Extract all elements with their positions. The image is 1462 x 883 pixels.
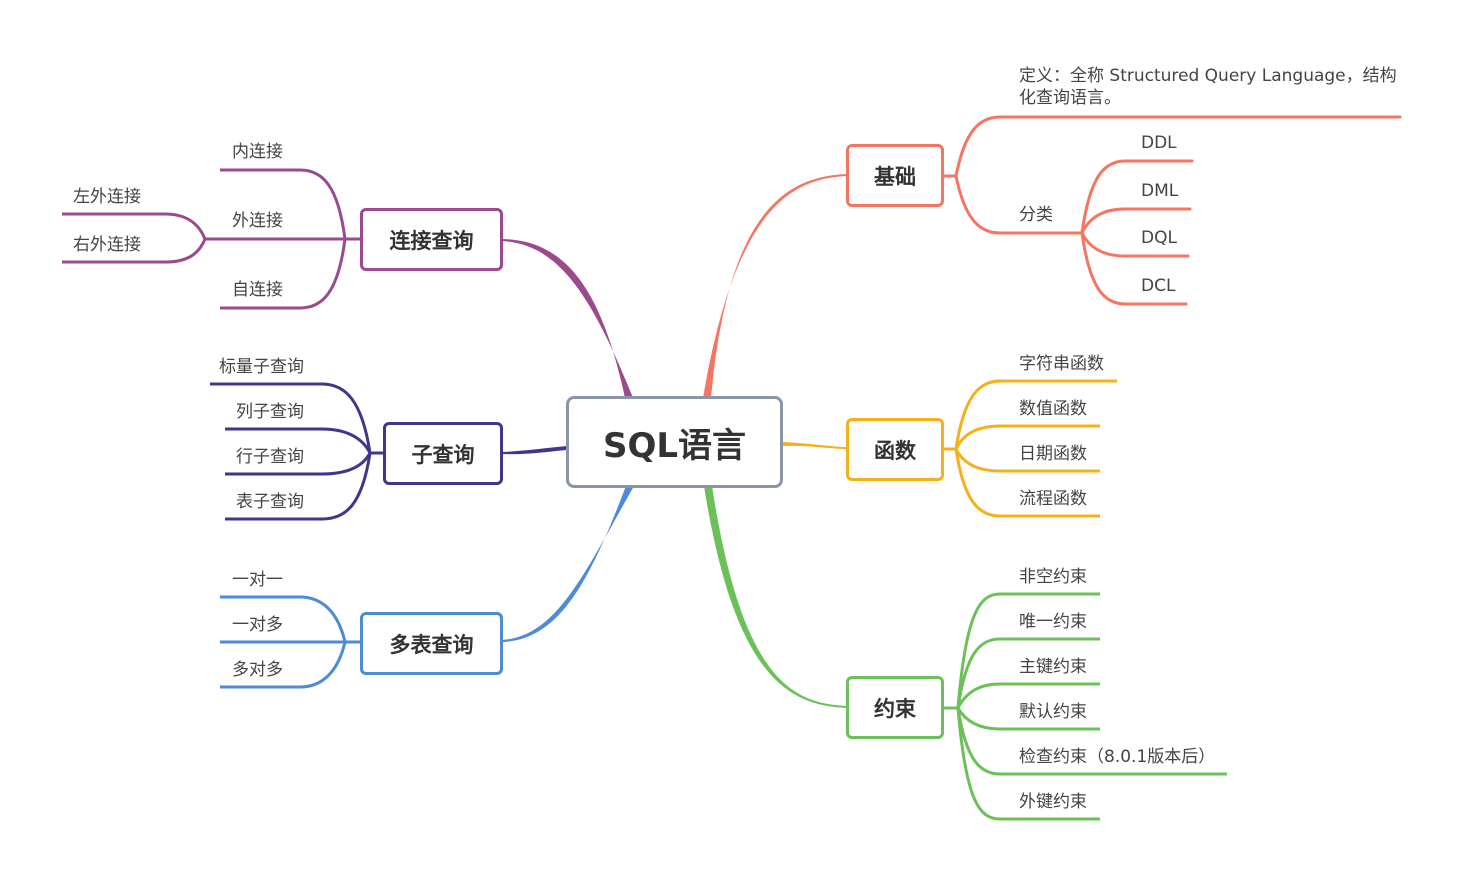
leaf-row-subquery: 行子查询 xyxy=(236,447,304,467)
edge-subquery-table xyxy=(225,452,372,521)
leaf-unique: 唯一约束 xyxy=(1019,612,1087,632)
branch-join[interactable]: 连接查询 xyxy=(360,208,503,271)
leaf-check: 检查约束（8.0.1版本后） xyxy=(1019,747,1216,767)
branch-functions[interactable]: 函数 xyxy=(846,418,944,481)
edge-multitable-11 xyxy=(220,595,362,644)
leaf-table-subquery: 表子查询 xyxy=(236,492,304,512)
branch-multitable-label: 多表查询 xyxy=(389,632,474,657)
edge-constraints-unique xyxy=(956,637,1100,709)
edge-constraints-foreign xyxy=(956,707,1100,821)
branch-subquery[interactable]: 子查询 xyxy=(383,422,503,485)
leaf-self-join: 自连接 xyxy=(232,280,283,300)
edge-category-dml xyxy=(1080,207,1192,235)
leaf-string-functions: 字符串函数 xyxy=(1019,354,1104,374)
leaf-notnull: 非空约束 xyxy=(1019,567,1087,587)
leaf-one-to-many: 一对多 xyxy=(232,615,283,635)
edge-central-subquery xyxy=(502,446,567,455)
edge-functions-string xyxy=(943,379,1117,451)
leaf-dql: DQL xyxy=(1141,228,1177,248)
edge-outer-right xyxy=(62,238,207,264)
edge-category-dcl xyxy=(1080,231,1188,306)
edge-join-inner xyxy=(220,168,362,241)
branch-constraints[interactable]: 约束 xyxy=(846,676,944,739)
edge-subquery-column xyxy=(225,427,372,454)
edge-basics-category xyxy=(954,174,1084,235)
leaf-primary: 主键约束 xyxy=(1019,657,1087,677)
leaf-flow-functions: 流程函数 xyxy=(1019,489,1087,509)
leaf-date-functions: 日期函数 xyxy=(1019,444,1087,464)
branch-basics[interactable]: 基础 xyxy=(846,144,944,207)
leaf-many-to-many: 多对多 xyxy=(232,660,283,680)
edge-category-dql xyxy=(1080,231,1190,258)
leaf-left-outer: 左外连接 xyxy=(73,187,141,207)
edge-functions-date xyxy=(954,448,1100,473)
edge-multitable-nn xyxy=(220,641,347,689)
edge-subquery-scalar xyxy=(210,382,385,455)
branch-constraints-label: 约束 xyxy=(874,696,916,721)
leaf-dml: DML xyxy=(1141,181,1179,201)
leaf-inner-join: 内连接 xyxy=(232,142,283,162)
edge-functions-number xyxy=(954,424,1100,450)
central-node[interactable]: SQL语言 xyxy=(566,396,783,488)
leaf-default: 默认约束 xyxy=(1019,702,1087,722)
edge-central-basics xyxy=(703,174,848,398)
central-label: SQL语言 xyxy=(602,425,747,466)
edge-constraints-check xyxy=(956,707,1227,776)
leaf-ddl: DDL xyxy=(1141,133,1177,153)
leaf-foreign: 外键约束 xyxy=(1019,792,1087,812)
branch-multitable[interactable]: 多表查询 xyxy=(360,612,503,675)
branch-join-label: 连接查询 xyxy=(389,228,474,253)
edge-functions-flow xyxy=(954,448,1100,518)
edge-central-functions xyxy=(782,442,848,449)
edge-constraints-default xyxy=(956,707,1100,731)
edge-category-ddl xyxy=(1080,159,1194,235)
branch-subquery-label: 子查询 xyxy=(411,442,475,467)
branch-basics-label: 基础 xyxy=(874,164,916,189)
edge-central-constraints xyxy=(704,486,848,708)
edge-constraints-primary xyxy=(956,682,1100,709)
edge-outer-left xyxy=(62,212,207,240)
leaf-dcl: DCL xyxy=(1141,276,1176,296)
leaf-one-to-one: 一对一 xyxy=(232,570,283,590)
edge-central-join xyxy=(502,239,633,398)
edge-basics-definition xyxy=(941,115,1402,178)
leaf-right-outer: 右外连接 xyxy=(73,235,141,255)
edge-subquery-row xyxy=(225,452,372,476)
leaf-category: 分类 xyxy=(1019,205,1053,225)
branch-functions-label: 函数 xyxy=(874,438,916,463)
edge-join-self xyxy=(220,238,347,310)
leaf-scalar-subquery: 标量子查询 xyxy=(219,357,304,377)
leaf-definition: 定义：全称 Structured Query Language，结构化查询语言。 xyxy=(1019,66,1397,108)
leaf-outer-join: 外连接 xyxy=(232,211,283,231)
edge-central-multitable xyxy=(502,486,634,642)
leaf-number-functions: 数值函数 xyxy=(1019,399,1087,419)
leaf-column-subquery: 列子查询 xyxy=(236,402,304,422)
